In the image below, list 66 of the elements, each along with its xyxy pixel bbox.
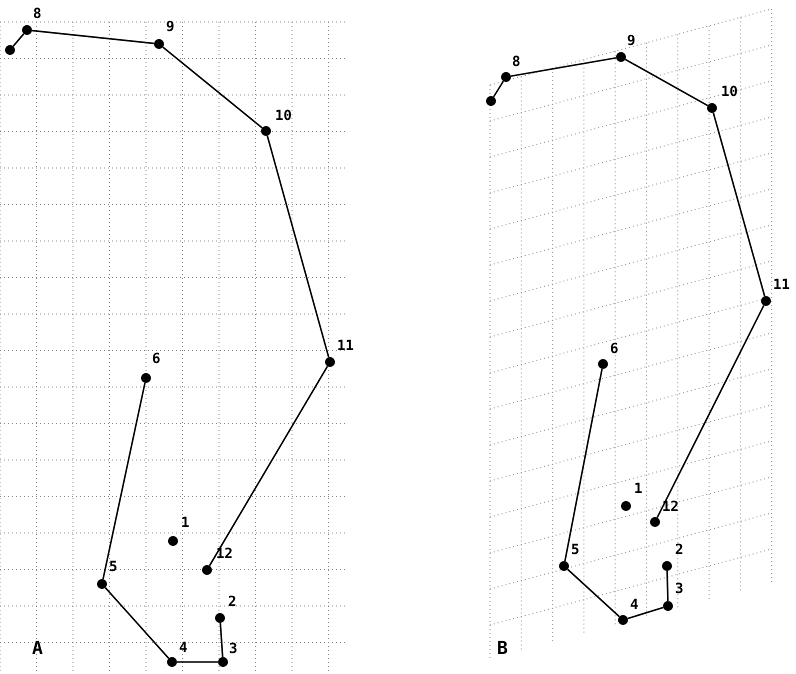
- landmark-number: 1: [634, 482, 642, 496]
- landmark-number: 3: [675, 582, 684, 596]
- landmark-number: 4: [179, 641, 188, 655]
- landmark-dot: [215, 613, 225, 623]
- landmark-dot: [141, 373, 151, 383]
- landmark-number: 10: [721, 85, 738, 99]
- landmark-dot: [650, 517, 660, 527]
- connecting-line: [220, 622, 224, 658]
- connecting-line: [162, 46, 263, 128]
- landmark-number: 1: [181, 516, 190, 530]
- landmark-number: 4: [630, 598, 638, 612]
- connecting-line: [104, 587, 170, 659]
- landmark-number: 10: [275, 109, 292, 123]
- connecting-line: [266, 136, 330, 358]
- landmark-number: 8: [33, 7, 42, 21]
- landmark-dot: [663, 601, 673, 611]
- landmark-number: 9: [627, 34, 636, 48]
- landmark-dot: [202, 565, 212, 575]
- landmark-number: 12: [216, 547, 233, 561]
- landmark-dot: [707, 103, 717, 113]
- connecting-line: [567, 568, 620, 618]
- landmark-number: 2: [675, 543, 684, 557]
- landmark-dot: [621, 501, 631, 511]
- landmark-number: 9: [166, 20, 174, 34]
- landmark-number: 12: [662, 500, 679, 514]
- landmark-dot: [167, 657, 177, 667]
- landmark-number: 5: [571, 543, 580, 557]
- connecting-line: [32, 30, 154, 44]
- landmark-dot: [154, 39, 164, 49]
- connecting-line: [712, 112, 766, 296]
- landmark-number: 3: [229, 642, 238, 656]
- landmark-dot: [559, 561, 569, 571]
- landmark-dot: [168, 536, 178, 546]
- landmark-dot: [598, 359, 608, 369]
- landmark-number: 5: [109, 560, 118, 574]
- connecting-line: [510, 57, 616, 77]
- connecting-line: [12, 33, 24, 47]
- landmark-number: 11: [773, 278, 790, 292]
- landmark-dot: [325, 357, 335, 367]
- landmark-dot: [618, 615, 628, 625]
- landmark-number: 8: [512, 55, 520, 69]
- panel-letter: B: [497, 640, 508, 658]
- landmark-dot: [501, 72, 511, 82]
- panel-letter: A: [32, 640, 43, 658]
- landmark-dot: [486, 96, 496, 106]
- connecting-line: [177, 661, 218, 663]
- landmark-dot: [662, 561, 672, 571]
- landmark-dot: [616, 52, 626, 62]
- landmark-number: 6: [610, 342, 618, 356]
- landmark-number: 6: [152, 352, 160, 366]
- connecting-line: [492, 80, 504, 98]
- landmark-dot: [97, 579, 107, 589]
- connecting-line: [666, 570, 669, 602]
- landmark-dot: [261, 126, 271, 136]
- landmark-dot: [218, 657, 228, 667]
- landmark-number: 11: [337, 339, 354, 353]
- landmark-dot: [5, 45, 15, 55]
- connecting-line: [102, 382, 146, 580]
- landmark-number: 2: [228, 595, 236, 609]
- connecting-line: [628, 606, 664, 620]
- connecting-line: [564, 368, 603, 562]
- landmark-dot: [22, 25, 32, 35]
- connecting-line: [624, 58, 708, 106]
- connecting-line: [656, 305, 764, 518]
- landmark-dot: [761, 296, 771, 306]
- connecting-line: [208, 366, 328, 566]
